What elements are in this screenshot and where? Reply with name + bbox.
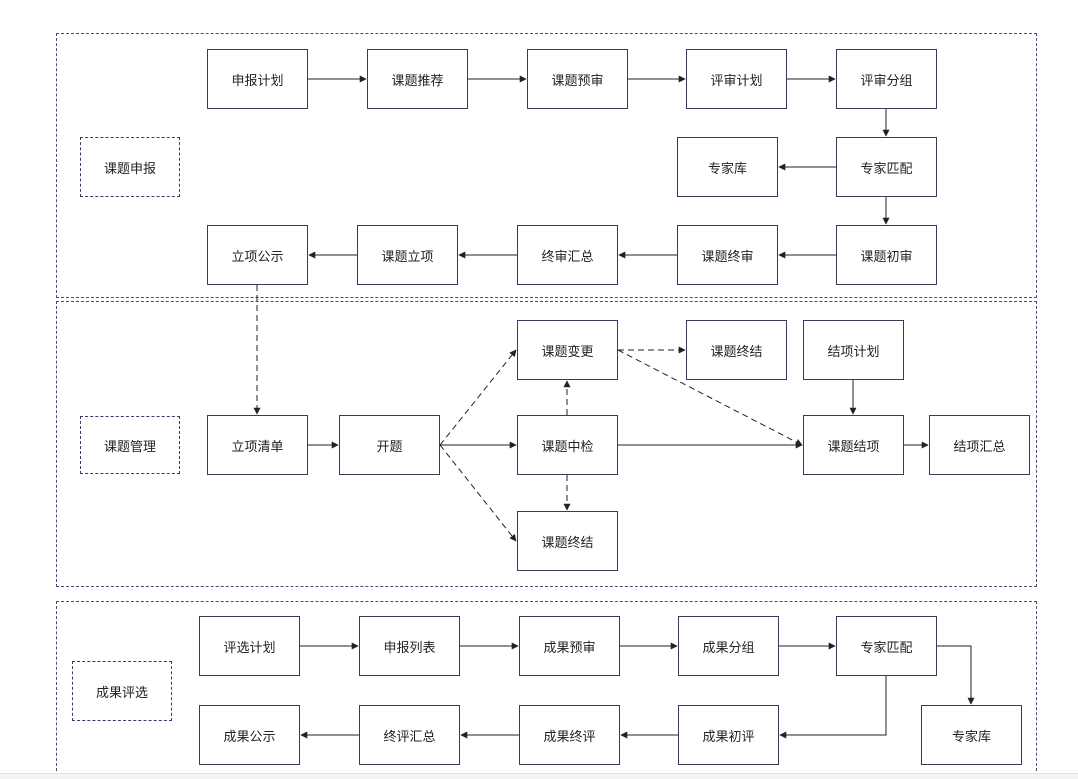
edge-zjpp-zjk — [937, 645, 975, 705]
node-chengguo-zhongping[interactable]: 成果终评 — [519, 705, 620, 765]
edge-kt-ktzj-bottom — [439, 444, 517, 542]
node-keti-zhongjie-top[interactable]: 课题终结 — [686, 320, 787, 380]
node-pingshen-fenzu[interactable]: 评审分组 — [836, 49, 937, 109]
node-keti-biangeng[interactable]: 课题变更 — [517, 320, 618, 380]
section-label-management: 课题管理 — [80, 416, 180, 474]
node-keti-tuijian[interactable]: 课题推荐 — [367, 49, 468, 109]
node-chengguo-yushen[interactable]: 成果预审 — [519, 616, 620, 676]
edge-ktbg-ktjx — [617, 349, 803, 446]
node-pingshen-jihua[interactable]: 评审计划 — [686, 49, 787, 109]
node-pingxuan-jihua[interactable]: 评选计划 — [199, 616, 300, 676]
node-zhuanjia-ku[interactable]: 专家库 — [677, 137, 778, 197]
section-label-application: 课题申报 — [80, 137, 180, 197]
node-chengguo-chuping[interactable]: 成果初评 — [678, 705, 779, 765]
node-keti-zhongshen[interactable]: 课题终审 — [677, 225, 778, 285]
section-label-evaluation: 成果评选 — [72, 661, 172, 721]
edge-zjpp-cgcp — [779, 676, 887, 739]
node-shenbao-liebiao[interactable]: 申报列表 — [359, 616, 460, 676]
node-keti-zhongjie-bottom[interactable]: 课题终结 — [517, 511, 618, 571]
node-zhuanjia-ku-2[interactable]: 专家库 — [921, 705, 1022, 765]
node-chengguo-gongshi[interactable]: 成果公示 — [199, 705, 300, 765]
section-management — [56, 301, 1037, 587]
node-zhuanjia-pipei-2[interactable]: 专家匹配 — [836, 616, 937, 676]
node-jiexiang-jihua[interactable]: 结项计划 — [803, 320, 904, 380]
node-lixiang-gongshi[interactable]: 立项公示 — [207, 225, 308, 285]
node-lixiang-qingdan[interactable]: 立项清单 — [207, 415, 308, 475]
node-kaiti[interactable]: 开题 — [339, 415, 440, 475]
node-keti-yushen[interactable]: 课题预审 — [527, 49, 628, 109]
node-zhongshen-huizong[interactable]: 终审汇总 — [517, 225, 618, 285]
node-keti-lixiang[interactable]: 课题立项 — [357, 225, 458, 285]
node-keti-jiexiang[interactable]: 课题结项 — [803, 415, 904, 475]
node-shenbao-jihua[interactable]: 申报计划 — [207, 49, 308, 109]
bottom-scroll-area — [0, 773, 1078, 779]
node-jiexiang-huizong[interactable]: 结项汇总 — [929, 415, 1030, 475]
section-application — [56, 33, 1037, 298]
edge-kt-ktbg — [439, 349, 517, 446]
node-keti-chushen[interactable]: 课题初审 — [836, 225, 937, 285]
node-chengguo-fenzu[interactable]: 成果分组 — [678, 616, 779, 676]
node-zhongping-huizong[interactable]: 终评汇总 — [359, 705, 460, 765]
node-zhuanjia-pipei[interactable]: 专家匹配 — [836, 137, 937, 197]
node-keti-zhongjian[interactable]: 课题中检 — [517, 415, 618, 475]
